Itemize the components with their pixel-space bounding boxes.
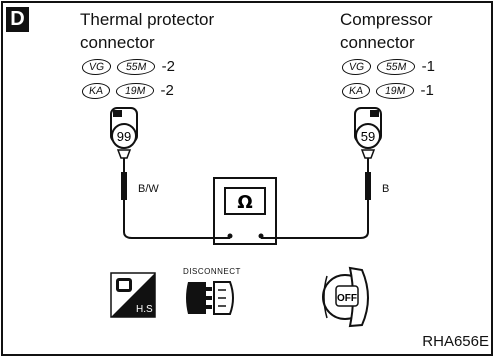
right-wire-color: B [382,183,390,195]
ohmmeter-icon [213,177,277,245]
step-label: D [6,7,29,32]
left-connector-icon [110,107,138,159]
right-code-row-1: VG 55M -1 [340,58,435,75]
right-connector-icon [354,107,382,159]
right-connector-subtitle: connector [340,33,415,52]
left-code-row-1: VG 55M -2 [80,58,175,75]
left-wire-color: B/W [138,183,159,195]
harness-side-icon [110,272,156,318]
disconnect-label: DISCONNECT [183,267,241,276]
terminal-suffix: -1 [420,82,434,99]
hs-label: H.S [136,304,153,315]
left-connector-title: Thermal protector [80,10,215,29]
ignition-key-off-icon [322,266,369,328]
right-code-row-2: KA 19M -1 [340,82,434,99]
terminal-suffix: -2 [161,58,175,75]
left-probe [121,158,127,232]
left-terminal-number: 99 [117,129,131,144]
diagram-frame [1,1,493,356]
connector-disconnect-icon [186,281,234,315]
reference-code: RHA656E [422,333,489,350]
right-probe [365,158,371,232]
right-terminal-number: 59 [361,129,375,144]
right-lead-wire [261,231,369,239]
left-connector-subtitle: connector [80,33,155,52]
terminal-suffix: -1 [421,58,435,75]
ohm-symbol: Ω [237,192,252,213]
left-code-row-2: KA 19M -2 [80,82,174,99]
right-connector-title: Compressor [340,10,433,29]
left-lead-wire [123,231,230,239]
off-label: OFF [337,293,357,304]
terminal-suffix: -2 [160,82,174,99]
